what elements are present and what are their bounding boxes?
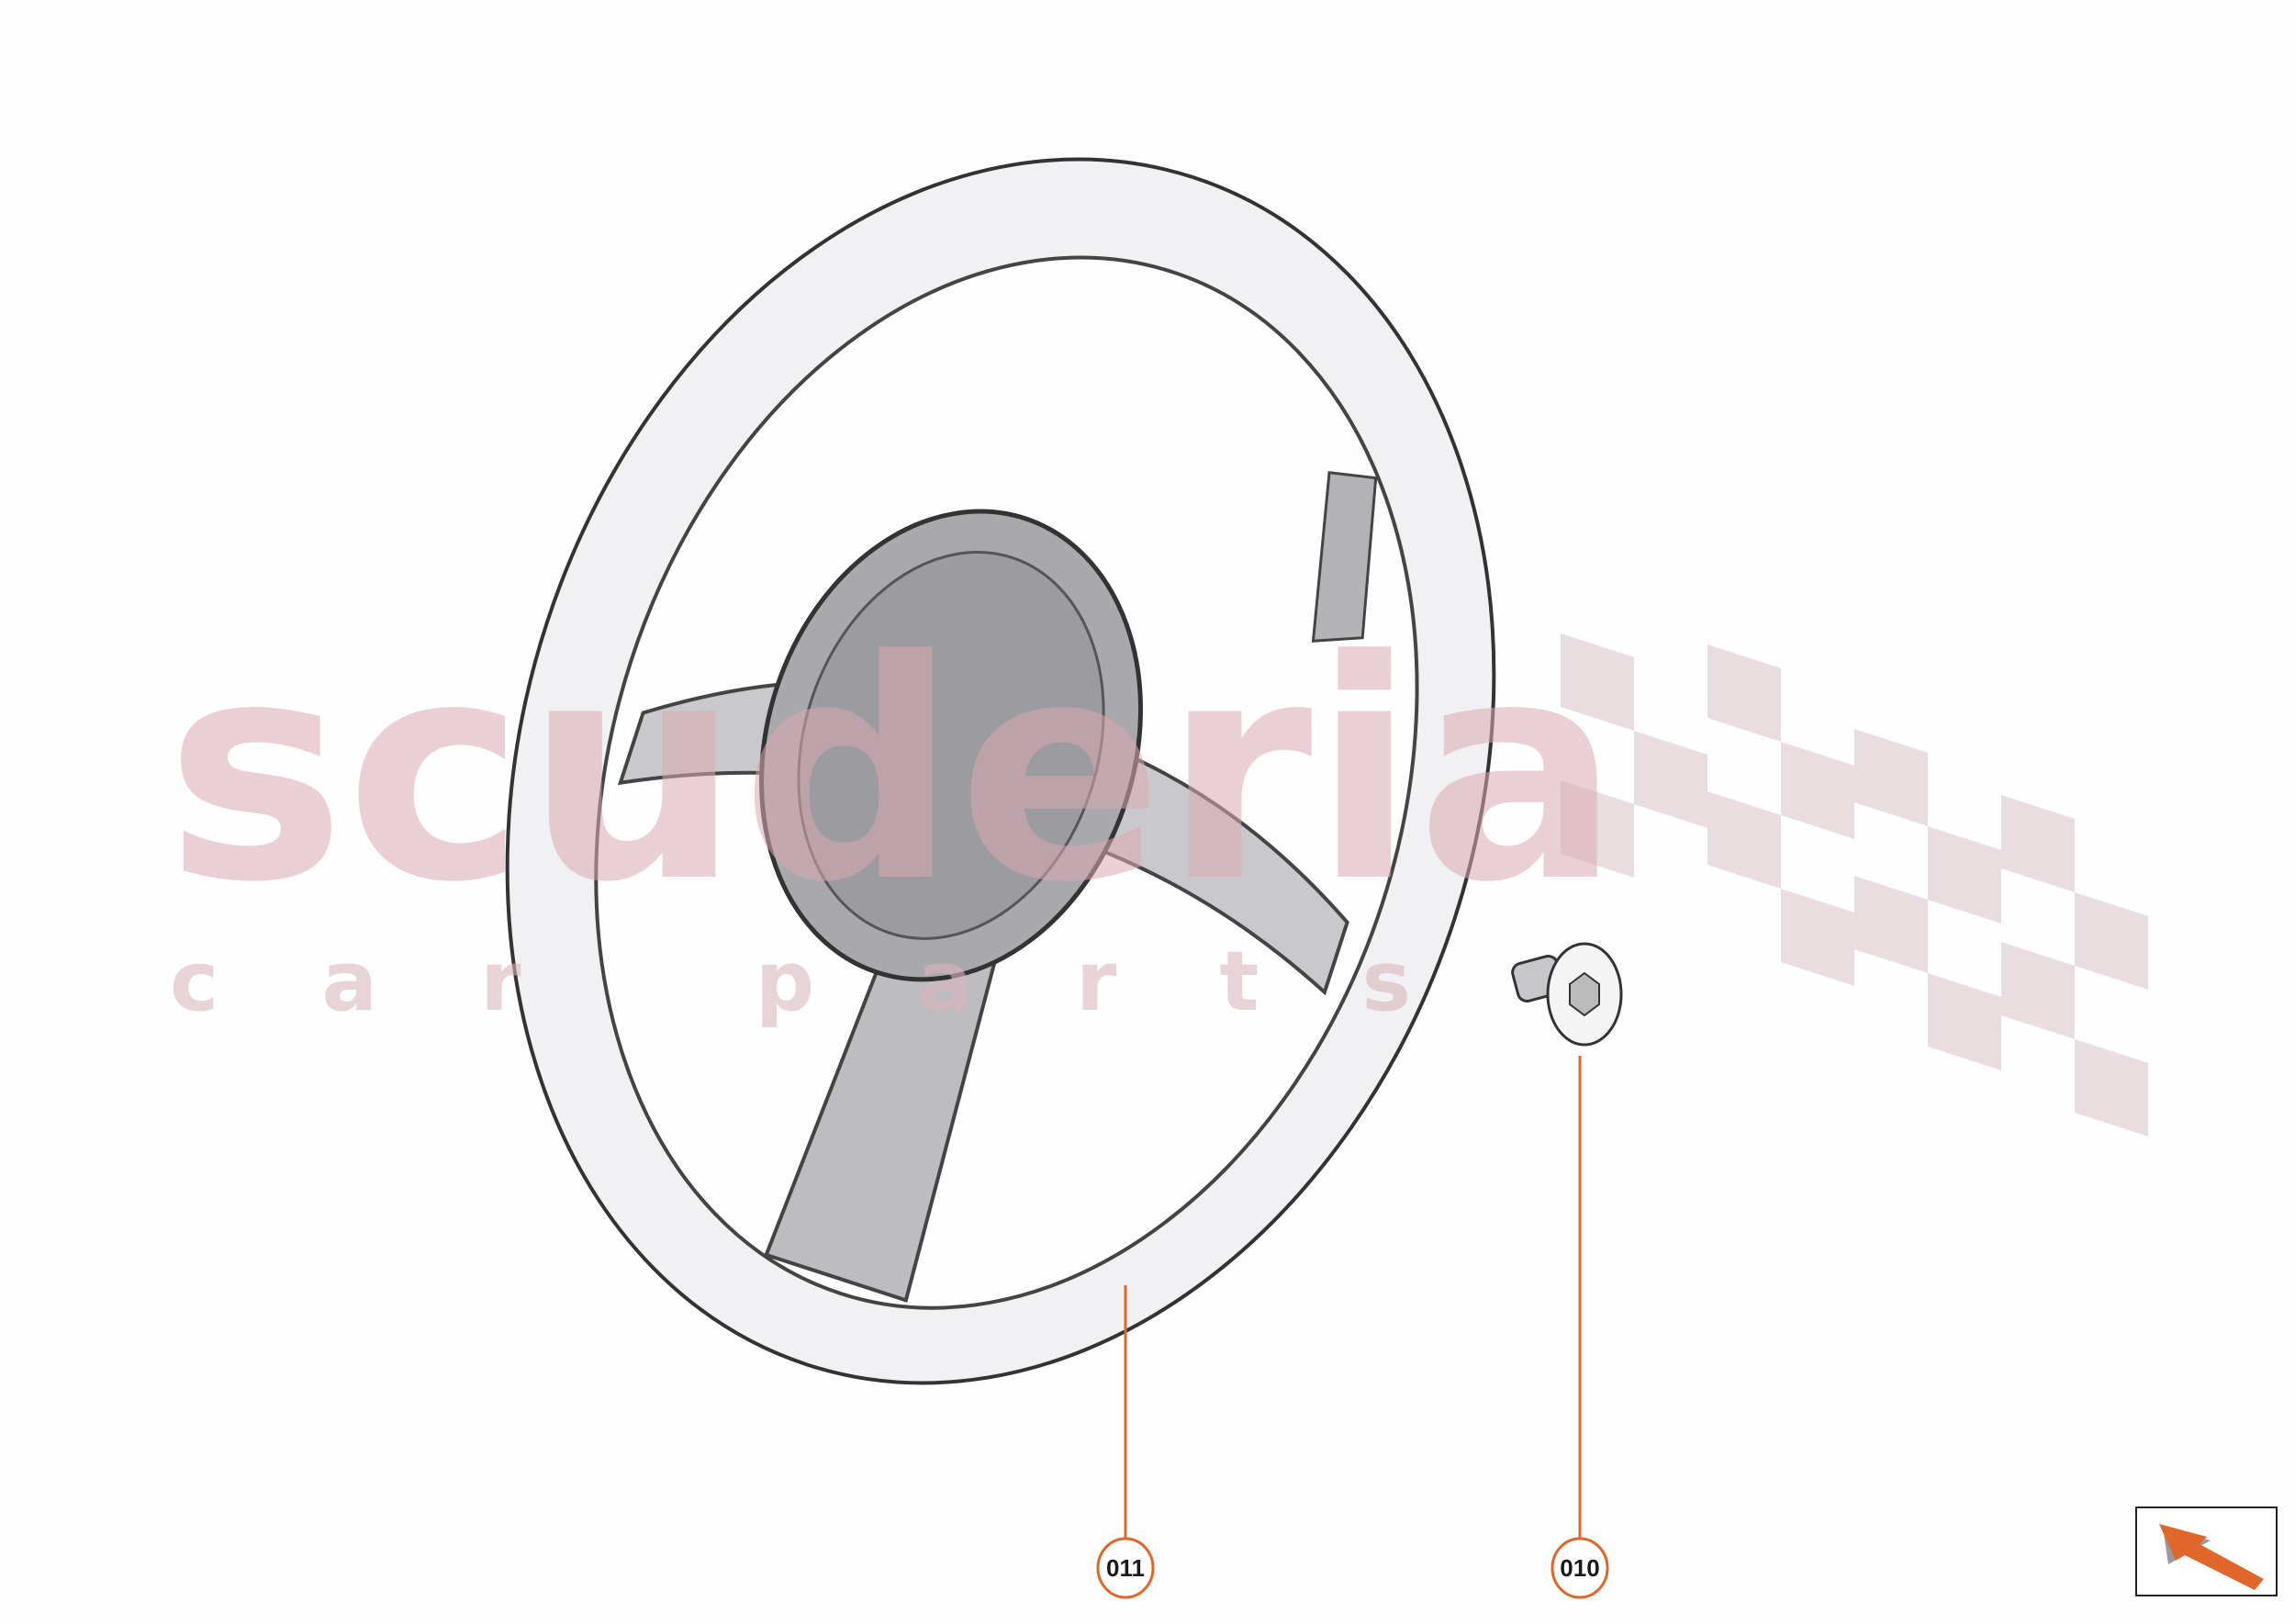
watermark-line2: car parts (170, 934, 1514, 1030)
callout-label: 010 (1560, 1554, 1599, 1582)
bolt[interactable] (1510, 942, 1623, 1047)
callout-label: 011 (1106, 1554, 1145, 1582)
checkered-flag-icon (1561, 633, 2148, 1137)
callout-010[interactable]: 010 (1551, 1537, 1609, 1599)
watermark: scuderia car parts (165, 596, 1621, 1030)
callout-011[interactable]: 011 (1096, 1537, 1155, 1599)
steering-wheel[interactable] (353, 30, 1647, 1513)
watermark-line1: scuderia (165, 596, 1621, 948)
hex-socket-icon (1569, 971, 1600, 1017)
navigate-back-button[interactable] (2135, 1506, 2278, 1596)
orange-arrow-up-left-icon (2159, 1524, 2264, 1590)
